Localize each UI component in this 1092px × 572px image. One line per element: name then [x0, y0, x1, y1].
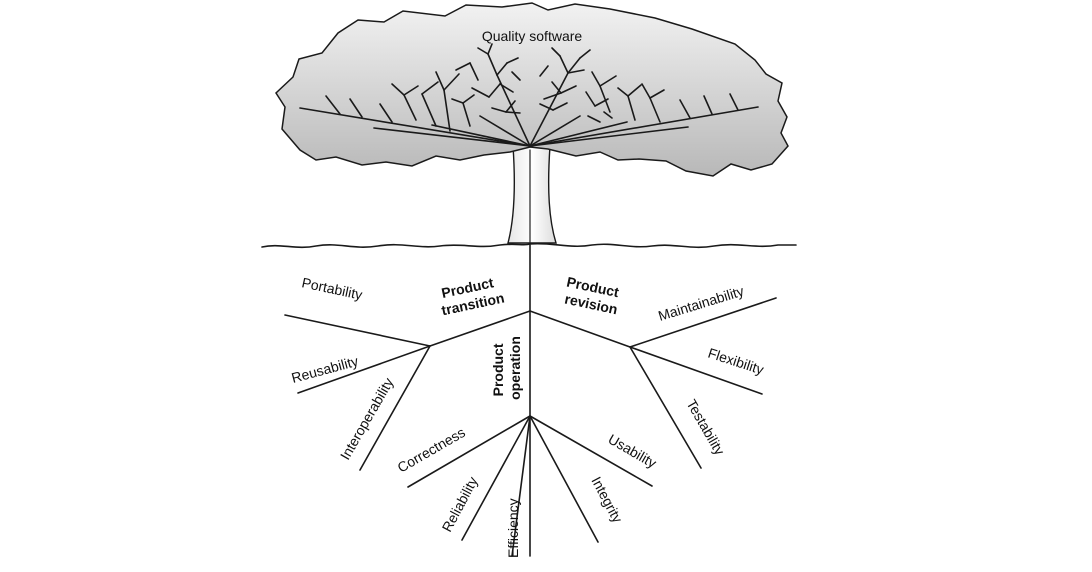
roots: [284, 244, 777, 557]
factor-correctness: Correctness: [395, 424, 468, 476]
factor-reusability: Reusability: [290, 353, 360, 386]
tree-canopy: [275, 2, 789, 177]
ground-line: [261, 242, 797, 249]
category-product-operation: Product operation: [490, 336, 523, 400]
factor-portability: Portability: [300, 274, 363, 302]
canopy-branches: [299, 43, 759, 147]
factor-interoperability: Interoperability: [337, 375, 397, 463]
factor-reliability: Reliability: [439, 474, 481, 534]
category-product-transition: Product transition: [436, 273, 505, 319]
factor-usability: Usability: [606, 431, 660, 471]
category-product-operation-line1: Product: [490, 343, 506, 396]
tree-trunk: [507, 145, 557, 244]
factor-efficiency: Efficiency: [505, 498, 521, 558]
category-product-revision: Product revision: [562, 274, 624, 318]
factor-integrity: Integrity: [588, 474, 626, 525]
factor-flexibility: Flexibility: [706, 345, 766, 378]
category-product-operation-line2: operation: [507, 336, 523, 400]
canopy-label: Quality software: [482, 28, 583, 44]
factor-maintainability: Maintainability: [656, 283, 746, 324]
